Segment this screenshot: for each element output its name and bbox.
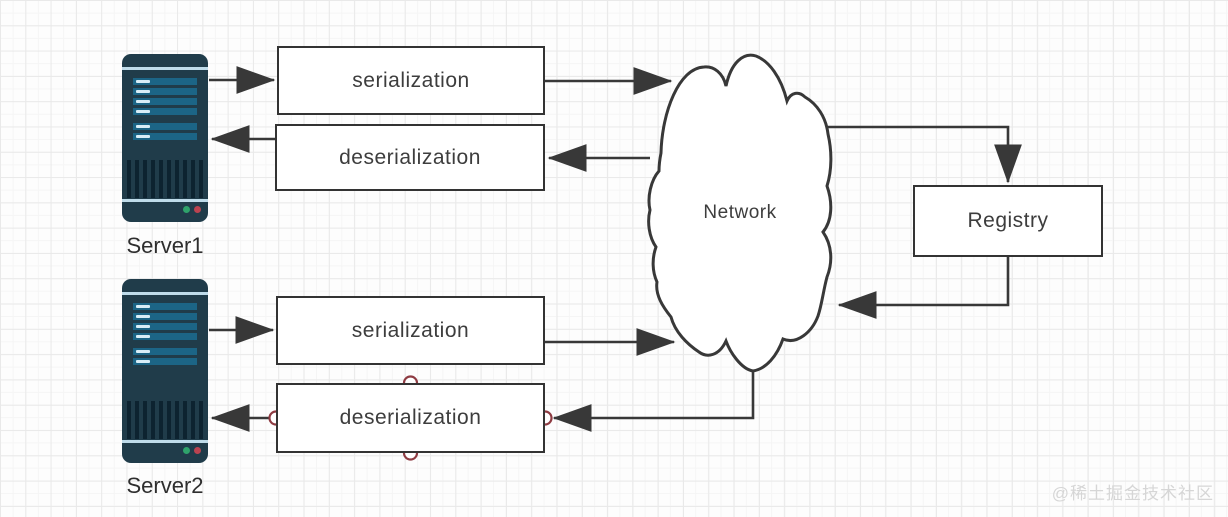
deserialization2-box[interactable]: deserialization: [276, 383, 545, 453]
server-vent-grille: [127, 401, 203, 439]
server-slot-bar: [133, 323, 197, 330]
server-slot-bar: [133, 313, 197, 320]
watermark-text: @稀土掘金技术社区: [1051, 484, 1214, 503]
registry-box[interactable]: Registry: [913, 185, 1103, 257]
server-trim-line: [122, 199, 208, 202]
server-vent-grille: [127, 160, 203, 198]
server-slot-bar: [133, 108, 197, 115]
server-slot-dash: [136, 100, 150, 103]
led-green-icon: [183, 206, 190, 213]
deserialization1-label: deserialization: [339, 145, 481, 169]
network-cloud-shape[interactable]: [647, 53, 833, 373]
server-slot-bar: [133, 348, 197, 355]
serialization2-box[interactable]: serialization: [276, 296, 545, 365]
server-slot-bar: [133, 358, 197, 365]
server1-label: Server1: [126, 233, 204, 258]
network-label: Network: [703, 202, 777, 223]
server-slot-dash: [136, 360, 150, 363]
edge-registry-to-network[interactable]: [837, 257, 1010, 319]
server-slot-dash: [136, 305, 150, 308]
server-slot-dash: [136, 110, 150, 113]
led-red-icon: [194, 206, 201, 213]
server-slot-dash: [136, 80, 150, 83]
server-slot-bar: [133, 123, 197, 130]
deserialization2-label: deserialization: [339, 406, 482, 429]
server-slot-bar: [133, 333, 197, 340]
led-red-icon: [194, 447, 201, 454]
deserialization1-box[interactable]: deserialization: [275, 124, 545, 191]
server-slot-bar: [133, 98, 197, 105]
server2-label: Server2: [126, 473, 204, 498]
server-slot-dash: [136, 125, 150, 128]
registry-label: Registry: [967, 209, 1049, 232]
server-slot-dash: [136, 315, 150, 318]
server-trim-line: [122, 440, 208, 443]
server-slot-dash: [136, 135, 150, 138]
server-slot-dash: [136, 335, 150, 338]
server-slot-bar: [133, 78, 197, 85]
server-slot-bar: [133, 88, 197, 95]
edge-network-to-registry[interactable]: [827, 125, 1022, 184]
led-green-icon: [183, 447, 190, 454]
server-slot-dash: [136, 325, 150, 328]
server-slot-bar: [133, 303, 197, 310]
serialization1-label: serialization: [352, 68, 470, 92]
server2-icon[interactable]: [122, 279, 208, 463]
server1-icon[interactable]: [122, 54, 208, 222]
server-slot-dash: [136, 90, 150, 93]
serialization2-label: serialization: [351, 318, 470, 342]
server-slot-dash: [136, 350, 150, 353]
server-slot-bar: [133, 133, 197, 140]
serialization1-box[interactable]: serialization: [277, 46, 545, 115]
server-trim-line: [122, 292, 208, 295]
edge-network-to-deserialization2[interactable]: [552, 371, 755, 432]
server-trim-line: [122, 67, 208, 70]
